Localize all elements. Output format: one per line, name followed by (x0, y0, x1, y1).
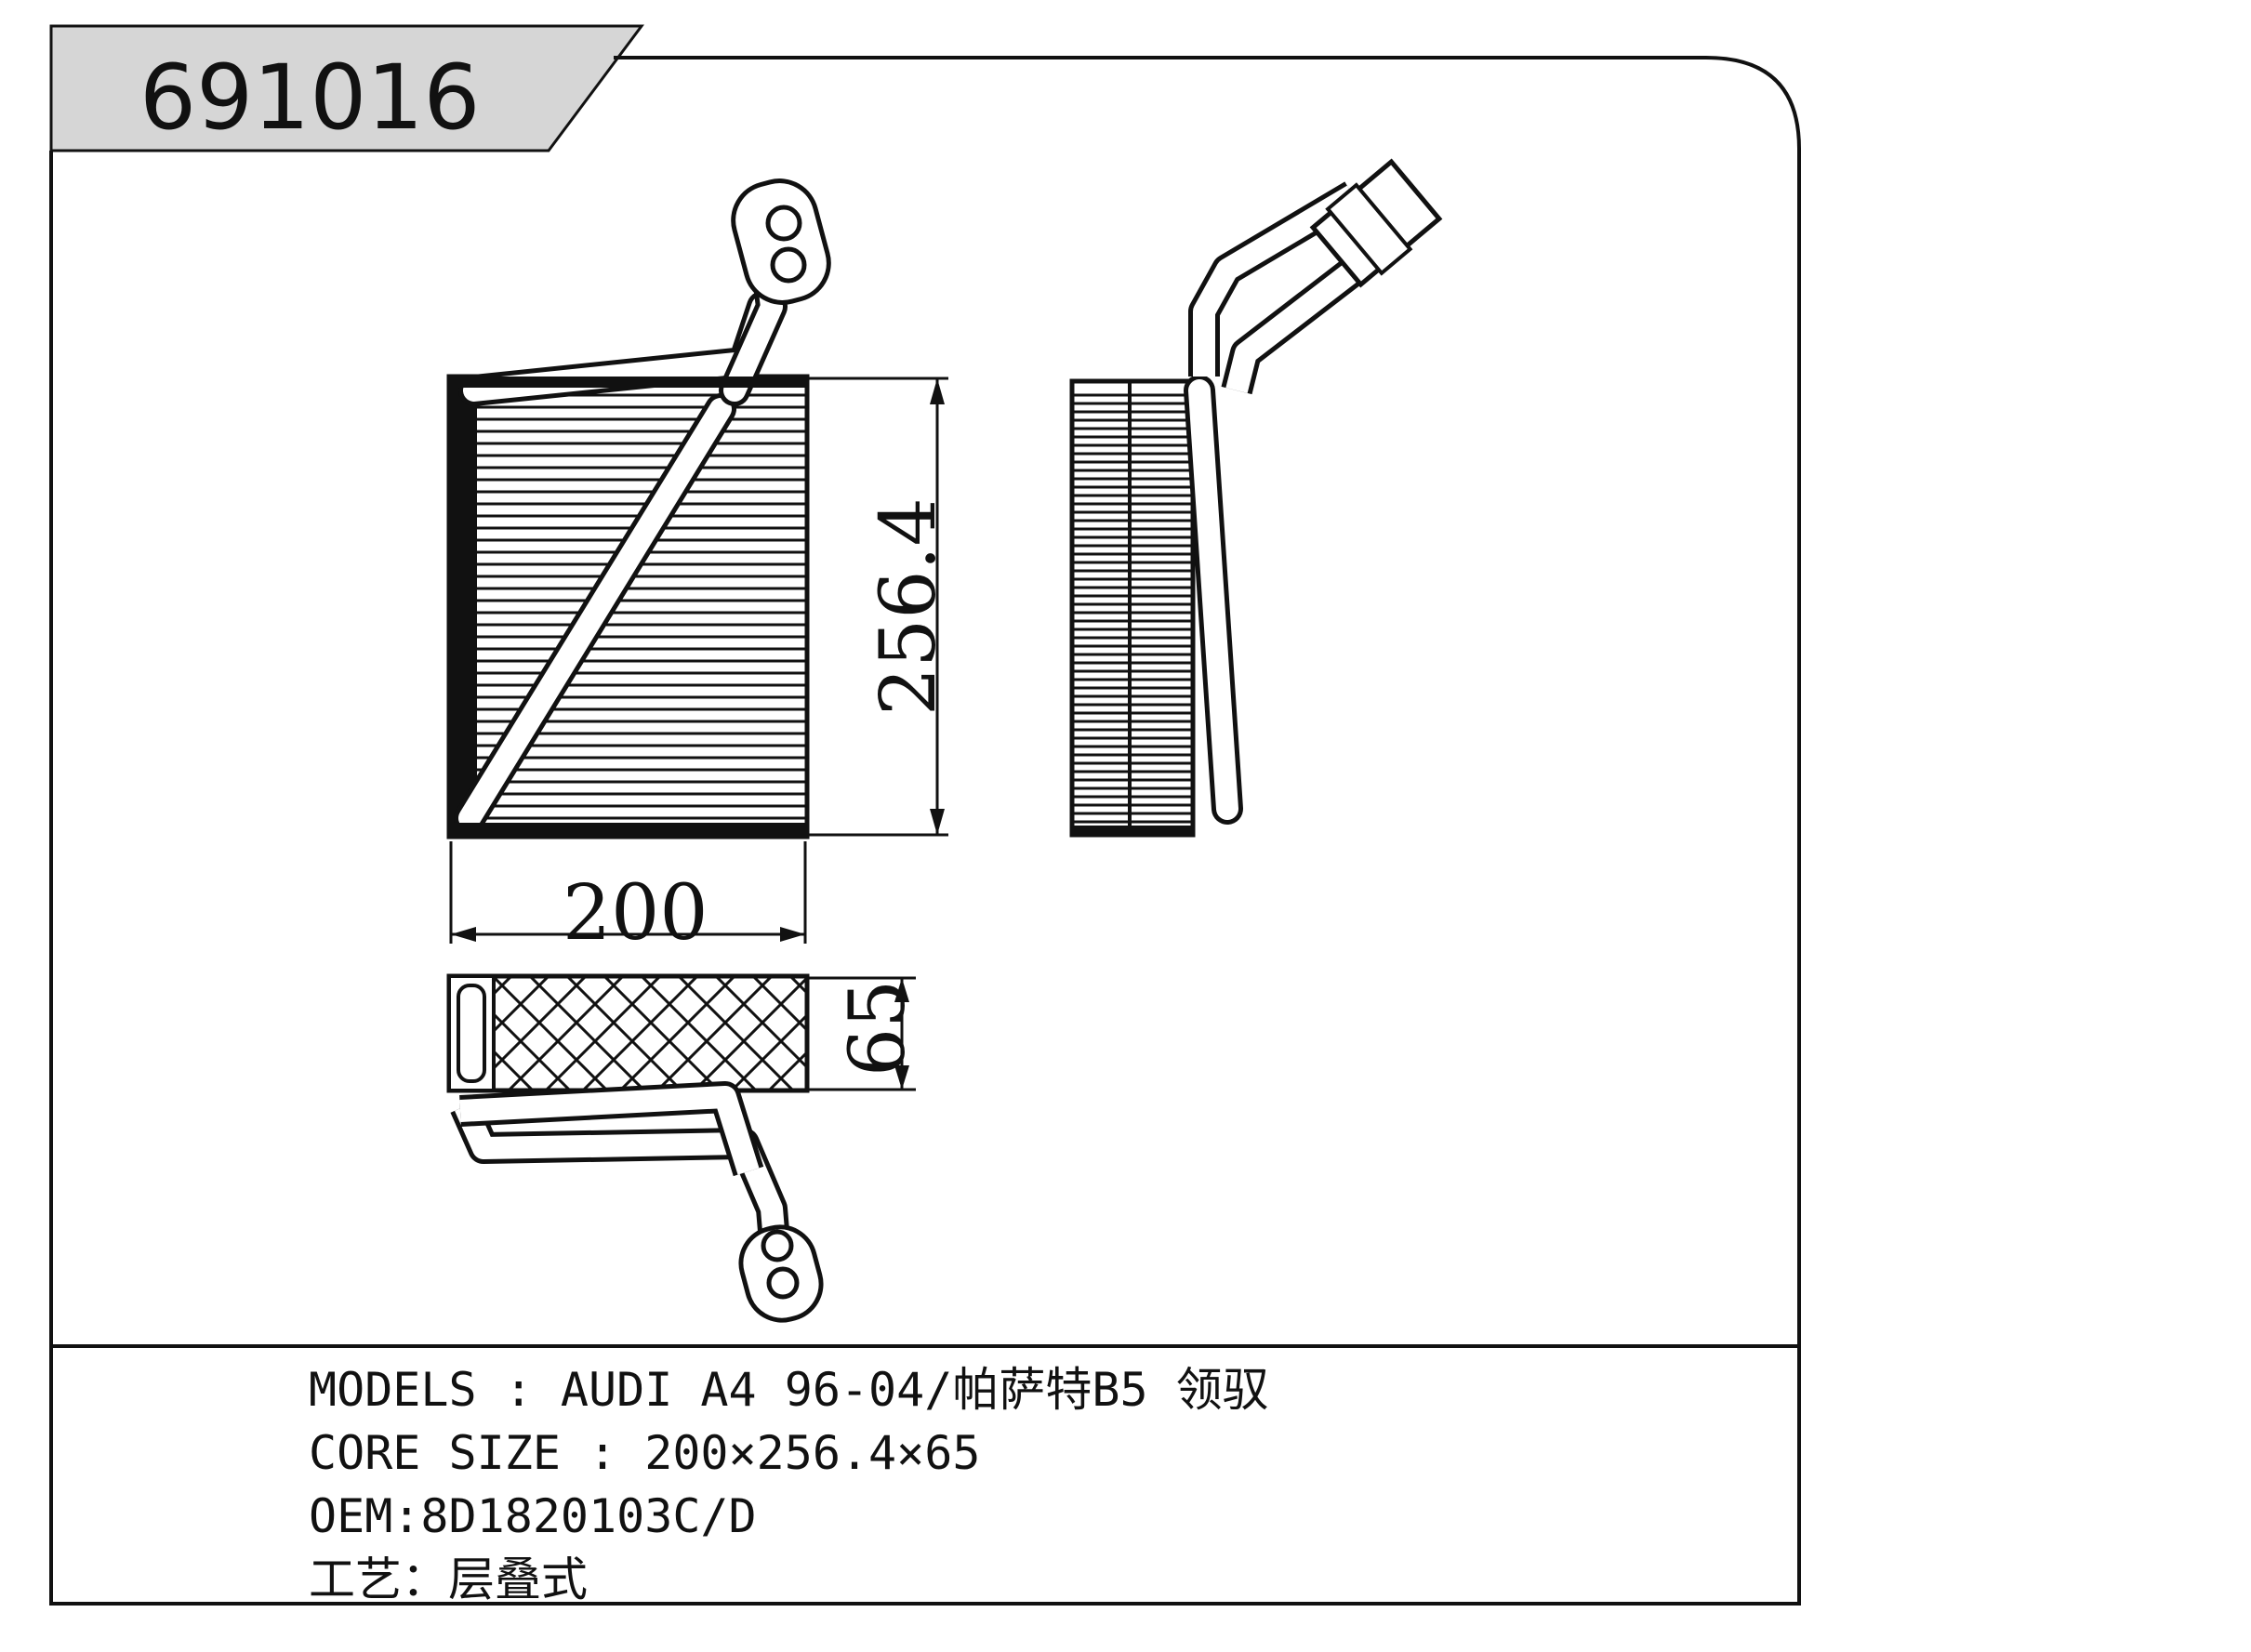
width-dimension (449, 841, 807, 944)
spec-core-size: CORE SIZE : 200×256.4×65 (309, 1426, 981, 1480)
depth-label: 65 (834, 980, 922, 1077)
top-view (446, 973, 824, 1323)
title-tab: 691016 (49, 24, 644, 152)
side-view (1069, 158, 1443, 838)
width-label: 200 (563, 869, 708, 958)
spec-process: 工艺：层叠式 (309, 1553, 588, 1606)
height-dimension (809, 377, 948, 837)
sheet-frame (49, 56, 1801, 1606)
height-label: 256.4 (865, 497, 953, 716)
depth-dimension (809, 976, 916, 1091)
spec-models: MODELS : AUDI A4 96-04/帕萨特B5 领驭 (309, 1363, 1269, 1417)
front-view (446, 178, 831, 839)
spec-oem: OEM:8D1820103C/D (309, 1489, 757, 1543)
part-number: 691016 (139, 46, 480, 150)
